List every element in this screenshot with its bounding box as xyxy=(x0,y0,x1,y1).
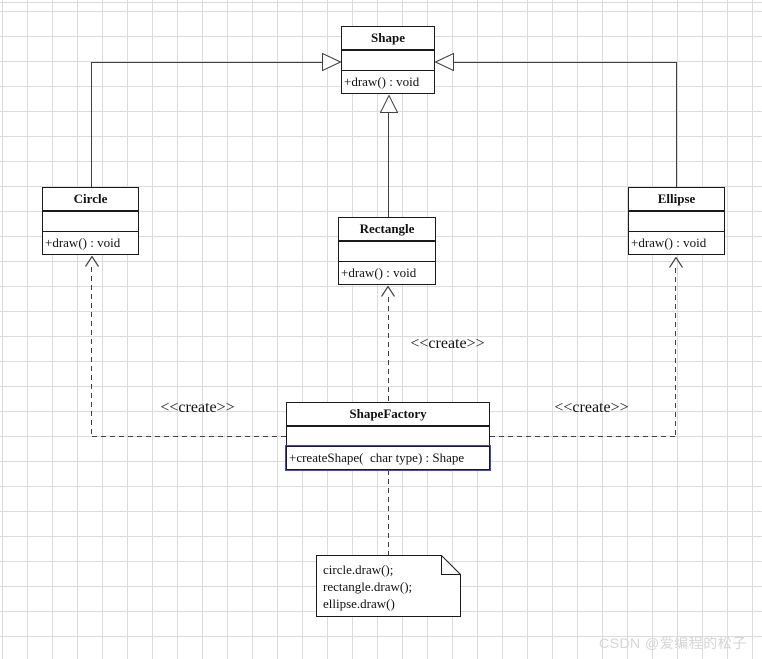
open-arrow-icon xyxy=(669,257,683,268)
edge-note-anchor[interactable] xyxy=(388,470,389,556)
note-line: rectangle.draw(); xyxy=(323,579,413,594)
create-label-center: <<create>> xyxy=(410,335,485,352)
class-shape-name: Shape xyxy=(342,27,434,51)
watermark: CSDN @爱编程的松子 xyxy=(599,635,747,651)
class-shape-method: +draw() : void xyxy=(344,74,420,89)
edge-create-ellipse-horizontal[interactable] xyxy=(490,436,676,437)
class-ellipse-name: Ellipse xyxy=(629,188,724,212)
class-ellipse-attributes xyxy=(629,212,724,232)
edge-create-rectangle-vertical[interactable] xyxy=(388,297,389,402)
note-shape[interactable] xyxy=(316,555,462,618)
class-ellipse-method: +draw() : void xyxy=(631,235,707,250)
edge-circle-shape-horizontal[interactable] xyxy=(92,62,322,63)
create-label-right: <<create>> xyxy=(554,399,629,416)
edge-create-circle-horizontal[interactable] xyxy=(92,436,286,437)
generalization-arrow-icon xyxy=(322,53,341,71)
class-shapefactory-name: ShapeFactory xyxy=(287,403,489,427)
class-rectangle-attributes xyxy=(339,242,435,262)
class-circle-method: +draw() : void xyxy=(45,235,121,250)
generalization-arrow-icon xyxy=(380,95,398,113)
class-shape-attributes xyxy=(342,51,434,71)
edge-rectangle-shape-vertical[interactable] xyxy=(388,112,389,217)
class-shapefactory-attributes xyxy=(287,427,489,447)
class-circle-name: Circle xyxy=(43,188,138,212)
note-text: circle.draw(); rectangle.draw(); ellipse… xyxy=(323,561,412,612)
class-ellipse[interactable]: Ellipse +draw() : void xyxy=(628,187,725,255)
edge-create-circle-vertical[interactable] xyxy=(91,267,92,437)
note-line: ellipse.draw() xyxy=(323,596,395,611)
open-arrow-icon xyxy=(85,256,99,267)
class-rectangle[interactable]: Rectangle +draw() : void xyxy=(338,217,436,285)
class-shapefactory-method[interactable]: +createShape( char type) : Shape xyxy=(285,445,491,471)
edge-create-ellipse-vertical[interactable] xyxy=(675,268,676,437)
class-rectangle-method: +draw() : void xyxy=(341,265,417,280)
class-circle[interactable]: Circle +draw() : void xyxy=(42,187,139,255)
edge-ellipse-shape-vertical[interactable] xyxy=(676,62,677,187)
class-shape[interactable]: Shape +draw() : void xyxy=(341,26,435,94)
class-rectangle-name: Rectangle xyxy=(339,218,435,242)
class-circle-attributes xyxy=(43,212,138,232)
class-shapefactory[interactable]: ShapeFactory +createShape( char type) : … xyxy=(285,402,491,471)
create-label-left: <<create>> xyxy=(160,399,235,416)
generalization-arrow-icon xyxy=(435,53,454,71)
note-line: circle.draw(); xyxy=(323,562,394,577)
open-arrow-icon xyxy=(381,286,395,297)
edge-circle-shape-vertical[interactable] xyxy=(91,62,92,187)
edge-ellipse-shape-horizontal[interactable] xyxy=(454,62,676,63)
